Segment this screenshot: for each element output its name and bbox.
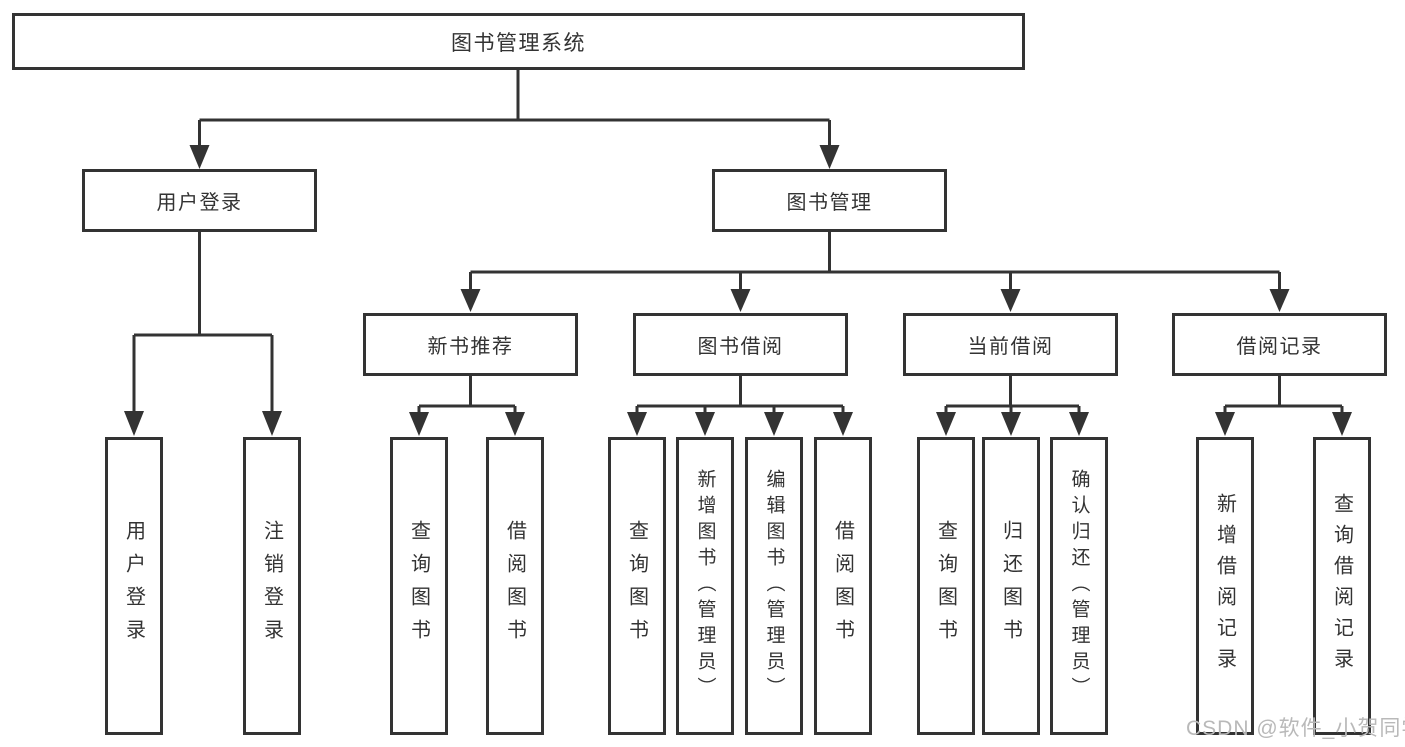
node-new-book-recommendation: 新书推荐 (363, 313, 578, 376)
node-user-login: 用户登录 (82, 169, 317, 232)
leaf-record-add-borrow-record: 新增借阅记录 (1196, 437, 1254, 735)
node-label: 用户登录 (156, 192, 243, 214)
node-label: 查询图书 (625, 520, 648, 652)
leaf-borrow-query-books: 查询图书 (608, 437, 666, 735)
node-label: 借阅图书 (503, 520, 526, 652)
node-label: 注销登录 (260, 520, 283, 652)
leaf-borrow-add-books-admin: 新增图书（管理员） (676, 437, 734, 735)
connector-current-borrow-children (944, 376, 1081, 414)
node-label: 归还图书 (999, 520, 1022, 652)
connector-root-to-level2 (198, 68, 831, 147)
node-label: 借阅记录 (1236, 336, 1323, 358)
csdn-watermark: CSDN @软件_小贺同学 (1186, 717, 1405, 740)
leaf-logout: 注销登录 (243, 437, 301, 735)
node-label: 确认归还（管理员） (1068, 469, 1090, 703)
node-library-management-system: 图书管理系统 (12, 13, 1025, 70)
leaf-record-query-borrow-record: 查询借阅记录 (1313, 437, 1371, 735)
node-book-management: 图书管理 (712, 169, 947, 232)
node-label: 当前借阅 (967, 336, 1054, 358)
connector-new-book-children (417, 376, 517, 414)
node-borrowing-records: 借阅记录 (1172, 313, 1387, 376)
leaf-current-query-books: 查询图书 (917, 437, 975, 735)
connector-borrow-record-children (1223, 376, 1344, 414)
node-label: 编辑图书（管理员） (763, 469, 785, 703)
node-label: 新书推荐 (427, 336, 514, 358)
node-label: 图书管理系统 (451, 31, 586, 55)
node-current-borrowing: 当前借阅 (903, 313, 1118, 376)
connector-book-borrow-children (635, 376, 845, 414)
leaf-newbook-borrow-books: 借阅图书 (486, 437, 544, 735)
connector-book-management-children (469, 232, 1281, 291)
leaf-current-confirm-return-admin: 确认归还（管理员） (1050, 437, 1108, 735)
leaf-borrow-borrow-books: 借阅图书 (814, 437, 872, 735)
node-label: 借阅图书 (831, 520, 854, 652)
arrowheads (124, 145, 1352, 436)
leaf-current-return-books: 归还图书 (982, 437, 1040, 735)
node-book-borrowing: 图书借阅 (633, 313, 848, 376)
node-label: 图书管理 (786, 192, 873, 214)
connector-user-login-children (132, 232, 274, 413)
node-label: 查询借阅记录 (1330, 493, 1353, 679)
node-label: 查询图书 (934, 520, 957, 652)
node-label: 查询图书 (407, 520, 430, 652)
node-label: 用户登录 (122, 520, 145, 652)
node-label: 图书借阅 (697, 336, 784, 358)
leaf-borrow-edit-books-admin: 编辑图书（管理员） (745, 437, 803, 735)
node-label: 新增图书（管理员） (694, 469, 716, 703)
leaf-newbook-query-books: 查询图书 (390, 437, 448, 735)
leaf-user-login: 用户登录 (105, 437, 163, 735)
node-label: 新增借阅记录 (1213, 493, 1236, 679)
